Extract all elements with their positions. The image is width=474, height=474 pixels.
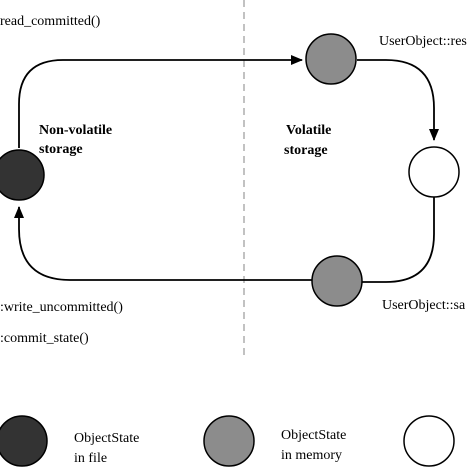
user-object-save-label: UserObject::sa [382, 298, 466, 313]
state-empty-node [408, 146, 460, 198]
write-uncommitted-label: :write_uncommitted() [0, 300, 123, 315]
write-arrow [14, 206, 312, 281]
state-in-file-node [0, 149, 45, 201]
legend-empty-swatch [403, 415, 455, 467]
state-in-memory-bottom-node [311, 255, 363, 307]
empty-to-memory-line [362, 196, 435, 283]
legend-memory-swatch [203, 415, 255, 467]
legend-file-label-line1: ObjectState [74, 431, 140, 446]
user-object-restore-label: UserObject::res [379, 34, 467, 49]
commit-state-label: :commit_state() [0, 331, 89, 346]
non-volatile-region-label-line2: storage [39, 142, 83, 157]
non-volatile-region-label-line1: Non-volatile [39, 123, 113, 138]
memory-to-empty-arrow [357, 59, 439, 141]
legend-file-label-line2: in file [74, 451, 108, 466]
state-in-memory-top-node [305, 33, 357, 85]
volatile-region-label-line1: Volatile [286, 123, 332, 138]
volatile-region-label-line2: storage [284, 143, 328, 158]
legend-file-swatch [0, 415, 48, 467]
legend-memory-label-line2: in memory [281, 448, 343, 463]
legend-memory-label-line1: ObjectState [281, 428, 347, 443]
read-arrow [18, 55, 303, 148]
read-committed-label: read_committed() [0, 14, 101, 29]
